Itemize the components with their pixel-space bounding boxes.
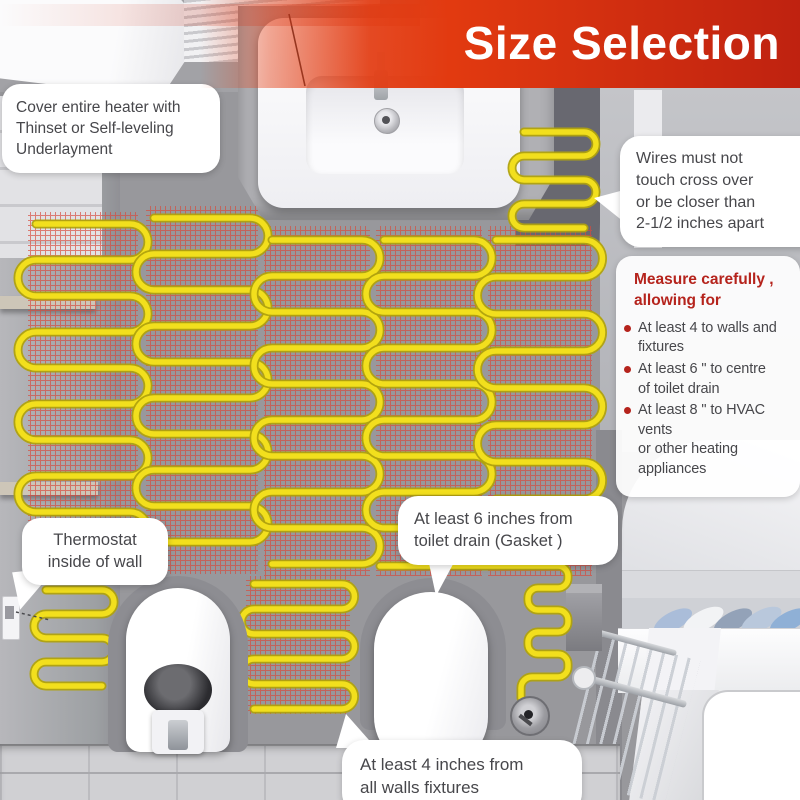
measure-panel-list: At least 4 to walls and fixtures At leas…	[624, 319, 794, 480]
mesh-mat	[264, 226, 370, 576]
measure-bullet: At least 4 to walls and fixtures	[624, 319, 794, 358]
callout-cover-heater: Cover entire heater with Thinset or Self…	[2, 84, 220, 174]
sink-drain-hole	[382, 116, 390, 124]
measure-panel: Measure carefully , allowing for At leas…	[616, 256, 800, 498]
measure-panel-heading: Measure carefully , allowing for	[634, 271, 774, 309]
callout-wall-clearance: At least 4 inches from all walls fixture…	[342, 740, 582, 800]
title-banner: Size Selection	[200, 0, 800, 88]
mesh-mat	[246, 576, 350, 714]
bullet-dot-icon	[624, 324, 631, 332]
right-toilet	[374, 592, 488, 768]
bathtub-interior	[702, 690, 800, 800]
toilet-paper-roll	[572, 666, 596, 690]
stone-block	[566, 584, 602, 651]
measure-bullet: At least 8 " to HVAC vents or other heat…	[624, 401, 794, 479]
callout-toilet-drain: At least 6 inches from toilet drain (Gas…	[398, 496, 618, 565]
mesh-mat	[146, 206, 258, 574]
callout-thermostat: Thermostat inside of wall	[22, 518, 168, 585]
floor-drain-center	[524, 710, 533, 719]
thermostat-screen	[5, 606, 14, 619]
left-toilet-flush	[168, 720, 188, 750]
bullet-dot-icon	[624, 365, 631, 373]
bullet-dot-icon	[624, 407, 631, 415]
page-title: Size Selection	[463, 17, 780, 69]
callout-tail	[594, 190, 624, 222]
callout-wire-spacing: Wires must not touch cross over or be cl…	[620, 136, 800, 247]
heating-wires	[13, 127, 607, 714]
tub-tile-band	[622, 570, 800, 601]
measure-bullet: At least 6 " to centre of toilet drain	[624, 360, 794, 399]
left-toilet-bowl	[144, 664, 212, 716]
